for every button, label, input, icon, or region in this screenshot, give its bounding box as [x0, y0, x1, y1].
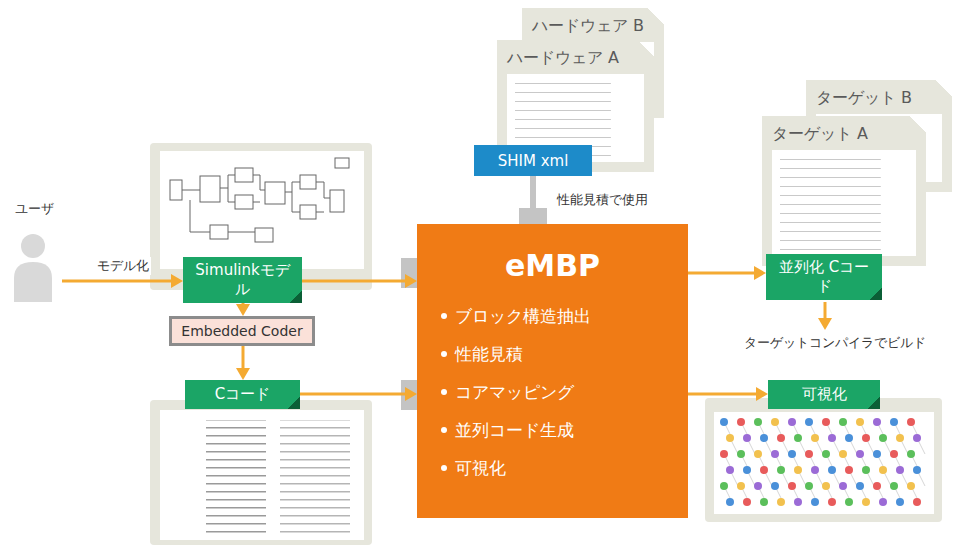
target-sheet: ターゲット A: [762, 116, 926, 266]
output-tab: 並列化 Cコード: [766, 254, 882, 300]
box-title: eMBP: [437, 248, 668, 283]
user-icon: [14, 234, 52, 302]
flow-arrow: [236, 346, 250, 380]
box-label: Embedded Coder: [181, 323, 302, 339]
sheet-title: ターゲット B: [816, 88, 942, 109]
box-label: 可視化: [802, 385, 847, 404]
flow-arrow: [688, 266, 766, 280]
c-code-screenshot: [150, 400, 372, 545]
build-arrow: [818, 302, 832, 330]
sheet-title: ハードウェア B: [532, 16, 654, 37]
feature-item: 可視化: [455, 457, 668, 480]
box-label: 並列化 Cコード: [776, 258, 872, 296]
feature-item: ブロック構造抽出: [455, 305, 668, 328]
embp-box: eMBP ブロック構造抽出性能見積コアマッピング並列コード生成可視化: [417, 224, 688, 518]
code-tab: Cコード: [185, 380, 300, 409]
code-lines: [772, 150, 916, 256]
sheet-title: ターゲット A: [772, 124, 916, 145]
flow-arrow: [236, 303, 250, 317]
feature-item: 性能見積: [455, 343, 668, 366]
output-tab: 可視化: [768, 380, 880, 409]
feature-item: 並列コード生成: [455, 419, 668, 442]
box-label: Simulinkモデル: [193, 261, 292, 299]
edge-label: モデル化: [95, 257, 151, 275]
bullet-dot: [441, 389, 447, 395]
bullet-dot: [441, 427, 447, 433]
shim-file-label: SHIM xml: [474, 145, 592, 176]
flow-arrow: [688, 387, 768, 401]
user-figure: ユーザ: [6, 200, 62, 304]
bullet-dot: [441, 465, 447, 471]
note-text: ターゲットコンパイラでビルド: [744, 334, 926, 352]
box-label: ユーザ: [15, 200, 54, 218]
model-tab: Simulinkモデル: [183, 257, 302, 303]
sheet-title: ハードウェア A: [507, 48, 644, 69]
edge-label: 性能見積で使用: [555, 191, 650, 209]
box-label: SHIM xml: [498, 152, 569, 170]
bullet-dot: [441, 351, 447, 357]
flow-arrow: [62, 274, 183, 288]
coder-box: Embedded Coder: [169, 316, 314, 346]
box-label: Cコード: [215, 385, 270, 404]
flow-arrow: [302, 274, 417, 288]
flow-arrow: [533, 176, 534, 224]
flow-arrow: [300, 387, 417, 401]
feature-item: コアマッピング: [455, 381, 668, 404]
graph-screenshot: [705, 398, 942, 522]
bullet-dot: [441, 313, 447, 319]
